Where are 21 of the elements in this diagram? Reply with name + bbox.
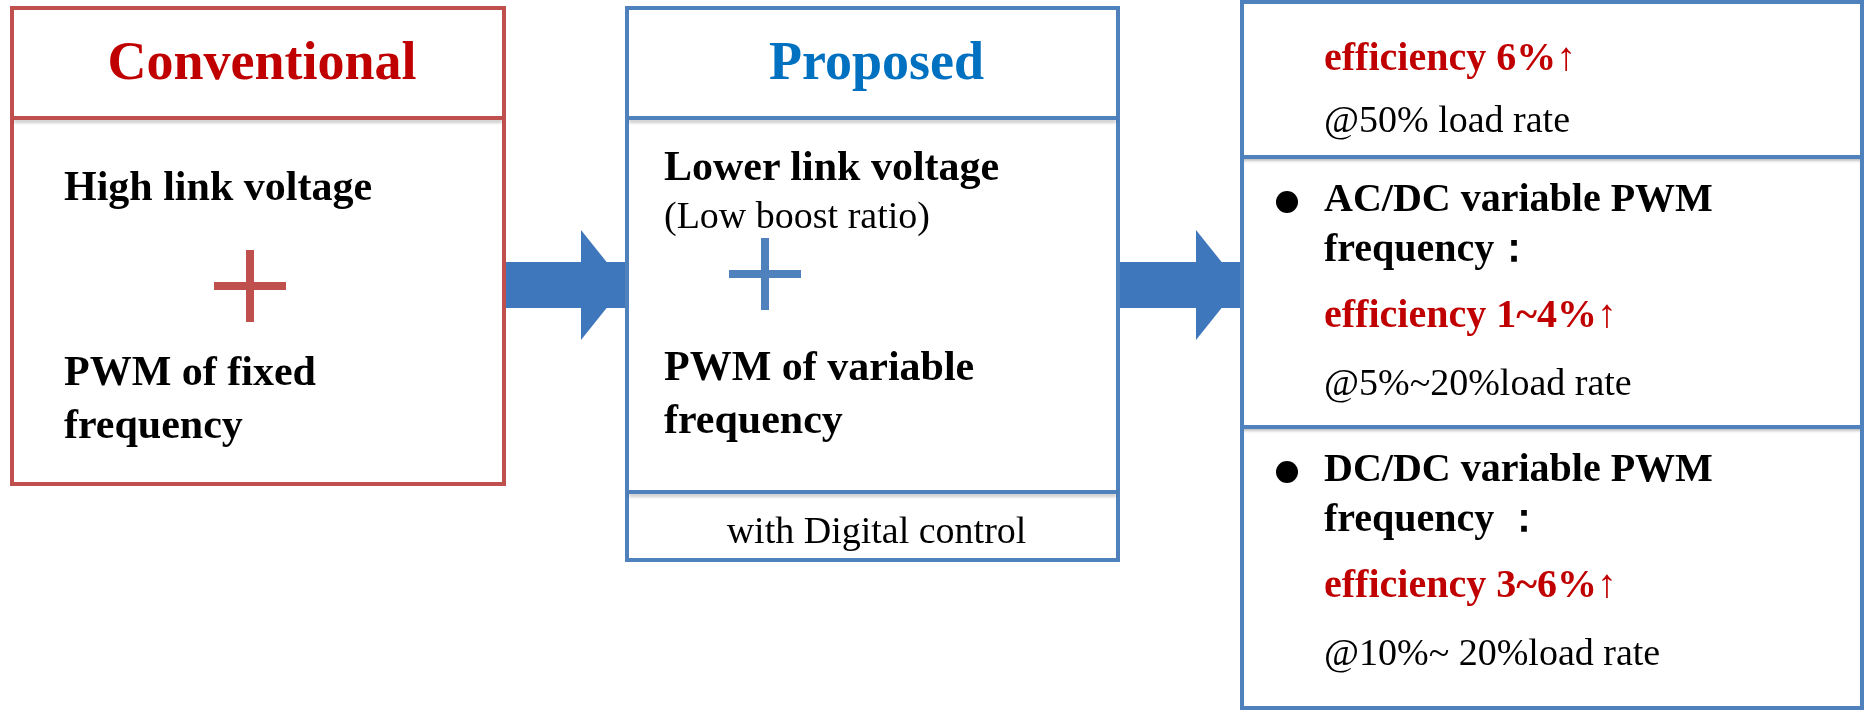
body-text: AC/DC variable PWM frequency：	[1324, 174, 1714, 272]
process-box	[10, 6, 506, 486]
process-box	[625, 6, 1120, 562]
box-heading: Conventional	[106, 30, 418, 93]
body-text: High link voltage	[64, 162, 374, 211]
result-panel	[1240, 0, 1864, 710]
body-text: Lower link voltage	[664, 142, 1001, 191]
body-text: PWM of variable frequency	[664, 342, 976, 444]
body-text: @50% load rate	[1324, 97, 1572, 142]
block-arrow	[1120, 230, 1240, 340]
efficiency-text: efficiency 3~6%↑	[1324, 560, 1618, 608]
body-text: DC/DC variable PWM frequency ：	[1324, 444, 1714, 542]
efficiency-text: efficiency 6%↑	[1324, 33, 1578, 81]
efficiency-text: efficiency 1~4%↑	[1324, 290, 1618, 338]
body-text: @10%~ 20%load rate	[1324, 630, 1662, 675]
body-text: PWM of fixed frequency	[64, 347, 317, 449]
box-heading: Proposed	[768, 30, 985, 93]
body-text: with Digital control	[725, 508, 1028, 553]
block-arrow	[506, 230, 625, 340]
body-text: @5%~20%load rate	[1324, 360, 1633, 405]
body-text: (Low boost ratio)	[664, 193, 931, 238]
